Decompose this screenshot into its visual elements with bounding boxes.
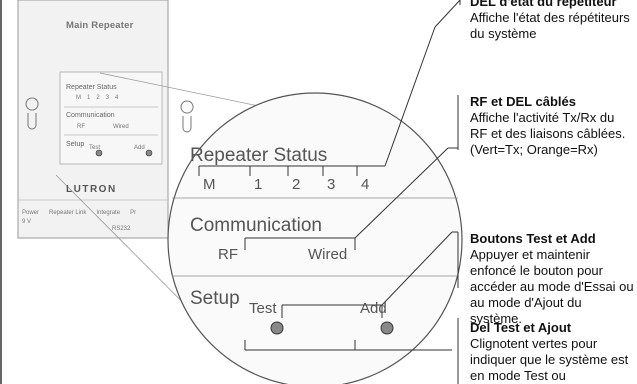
callout-title: RF et DEL câblés [470,94,576,109]
mag-comm-label: Communication [190,215,322,236]
mag-led-2: 2 [292,176,301,193]
pr-label: Pr [130,210,137,216]
mag-add-label: Add [360,300,387,317]
mag-led-m: M [203,176,216,193]
mag-led-3: 3 [327,176,336,193]
callout-rf-wired: RF et DEL câblés Affiche l'activité Tx/R… [470,94,635,158]
integrate-label: Integrate [96,210,121,216]
callout-status-leds: DEL d'état du répétiteur Affiche l'état … [470,0,635,42]
callout-title: DEL d'état du répétiteur [470,0,617,9]
mag-wired-label: Wired [308,246,348,263]
device-led-4: 4 [115,95,119,101]
device-add-label: Add [134,145,145,151]
device-led-m: M [76,95,81,101]
callout-body: Affiche l'état des répétiteurs du systèm… [470,10,630,41]
device-comm-label: Communication [66,112,115,119]
power-sub-label: 9 V [22,219,32,225]
device-title: Main Repeater [66,20,134,31]
mag-led-1: 1 [254,176,263,193]
power-label: Power [22,210,40,216]
device-wired-label: Wired [113,124,129,130]
device-led-1: 1 [87,95,91,101]
callout-title: Boutons Test et Add [470,231,596,246]
device-setup-label: Setup [66,141,85,148]
mag-status-label: Repeater Status [190,145,328,166]
rs232-label: RS232 [112,226,131,232]
callout-title: Del Test et Ajout [470,320,572,335]
device-status-label: Repeater Status [66,84,117,91]
brand-logo: LUTRON [66,184,117,195]
device-led-3: 3 [105,95,110,101]
repeater-link-label: Repeater Link [49,210,87,216]
callout-test-add-buttons: Boutons Test et Add Appuyer et maintenir… [470,231,635,327]
callout-test-add-leds: Del Test et Ajout Clignotent vertes pour… [470,320,635,384]
mag-setup-label: Setup [190,288,240,309]
callout-body: Affiche l'activité Tx/Rx du RF et des li… [470,110,626,157]
device-test-label: Test [89,145,101,151]
mag-rf-label: RF [218,246,238,263]
mag-test-label: Test [249,300,277,317]
device-led-2: 2 [96,95,100,101]
callout-body: Clignotent vertes pour indiquer que le s… [470,336,629,383]
device-status-leds: M 1 2 3 4 [76,95,118,101]
callout-body: Appuyer et maintenir enfoncé le bouton p… [470,247,634,326]
device-rf-label: RF [77,124,85,130]
mag-led-4: 4 [361,176,370,193]
device-bottom-labels: Power Repeater Link Integrate Pr [22,210,136,216]
